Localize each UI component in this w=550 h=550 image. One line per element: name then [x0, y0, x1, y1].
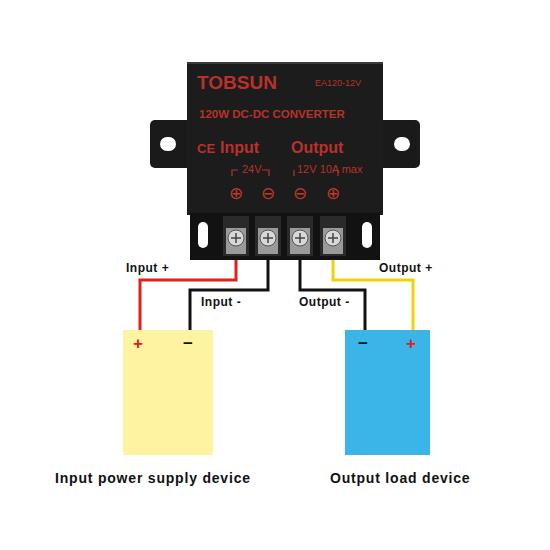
- polarity-mark: +: [406, 334, 416, 354]
- device-caption: Input power supply device: [55, 470, 251, 486]
- mounting-hole: [394, 137, 410, 151]
- terminal-block: [190, 213, 380, 260]
- mounting-hole: [160, 137, 176, 151]
- model-number: EA120-12V: [315, 78, 361, 88]
- wire-label: Output -: [298, 296, 351, 310]
- polarity-mark: −: [358, 334, 368, 354]
- screw-slot: [231, 233, 338, 243]
- wire-label: Input +: [125, 262, 170, 276]
- input-heading: Input: [220, 139, 259, 157]
- mounting-slot: [198, 222, 208, 248]
- terminal-symbol: ⊖: [261, 184, 275, 204]
- product-title: 120W DC-DC CONVERTER: [199, 108, 345, 121]
- housing-edge: [187, 62, 383, 64]
- device-caption: Output load device: [330, 470, 470, 486]
- terminal-symbol: ⊖: [293, 184, 307, 204]
- converter-housing: [187, 62, 383, 215]
- output-load-box: −+Output load device: [345, 330, 430, 455]
- input-voltage: 24V: [242, 163, 262, 176]
- brand-name: TOBSUN: [197, 72, 277, 94]
- terminal-symbol: ⊕: [326, 184, 340, 204]
- mounting-slot: [362, 222, 372, 248]
- converter-box: TOBSUN EA120-12V 120W DC-DC CONVERTER CE Inp…: [187, 62, 383, 260]
- output-heading: Output: [291, 139, 343, 157]
- input-supply-box: +−Input power supply device: [123, 330, 213, 455]
- wire: [190, 260, 268, 330]
- output-rating: 12V 10A max: [297, 163, 362, 176]
- polarity-mark: +: [133, 334, 143, 354]
- ce-mark: CE: [197, 142, 215, 157]
- terminal-screws: [223, 216, 346, 256]
- terminal-symbol: ⊕: [229, 184, 243, 204]
- wire-label: Input -: [200, 296, 242, 310]
- polarity-mark: −: [183, 334, 193, 354]
- wire-label: Output +: [378, 262, 434, 276]
